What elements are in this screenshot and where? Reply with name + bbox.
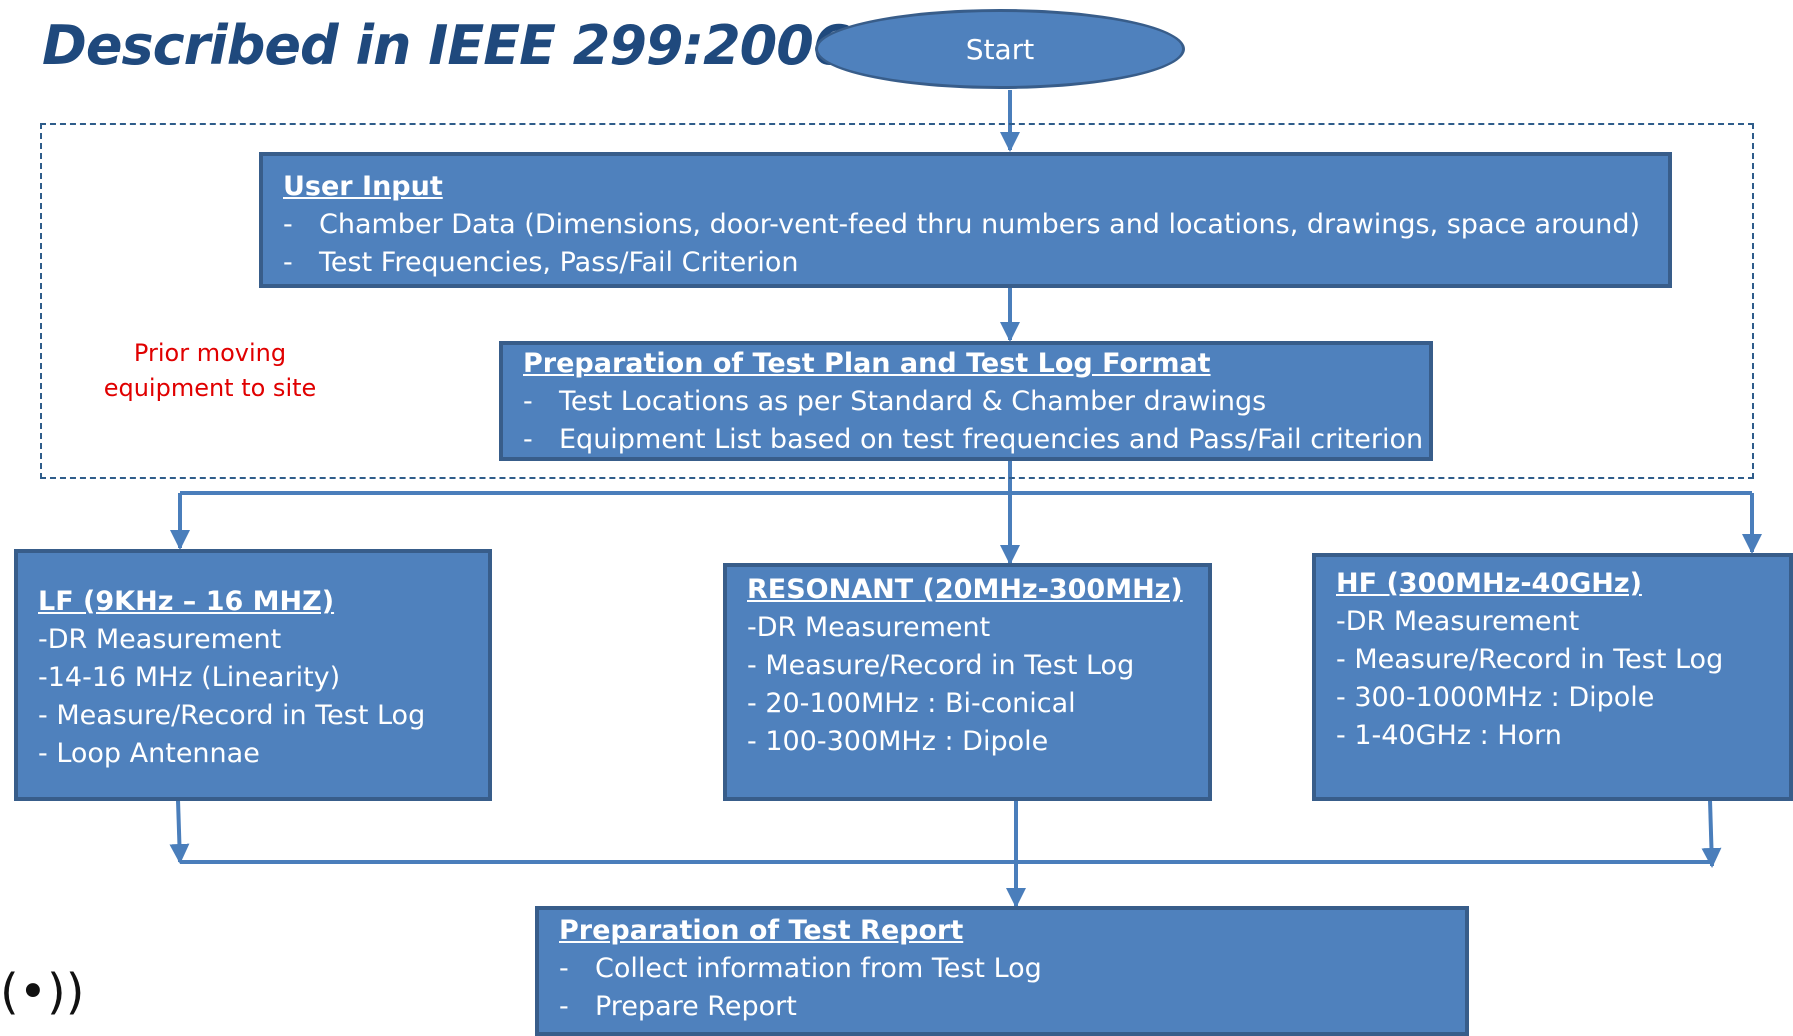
- resonant-item: - Measure/Record in Test Log: [747, 650, 1135, 681]
- lf-item: - Measure/Record in Test Log: [38, 700, 426, 731]
- resonant-item: - 20-100MHz : Bi-conical: [747, 688, 1076, 719]
- start-label: Start: [965, 32, 1035, 66]
- resonant-heading: RESONANT (20MHz-300MHz): [747, 574, 1183, 605]
- user-input-heading: User Input: [283, 171, 443, 202]
- lf-heading: LF (9KHz – 16 MHZ): [38, 586, 335, 617]
- test-plan-item: Equipment List based on test frequencies…: [523, 421, 1423, 457]
- lf-item: -14-16 MHz (Linearity): [38, 662, 341, 693]
- arrow-lf-down: [169, 799, 190, 864]
- page-title: Described in IEEE 299:2006: [42, 14, 850, 77]
- start-node: Start: [815, 9, 1185, 89]
- prior-note-line-1: Prior moving: [133, 339, 287, 367]
- resonant-item: - 100-300MHz : Dipole: [747, 726, 1049, 757]
- wireless-signal-icon: (•)): [0, 964, 85, 1020]
- report-item: Collect information from Test Log: [559, 950, 1447, 988]
- hf-heading: HF (300MHz-40GHz): [1336, 568, 1642, 599]
- test-plan-box: Preparation of Test Plan and Test Log Fo…: [499, 341, 1433, 461]
- hf-item: -DR Measurement: [1336, 606, 1580, 637]
- prior-phase-group: [40, 123, 1754, 479]
- report-heading: Preparation of Test Report: [559, 915, 964, 946]
- resonant-box: RESONANT (20MHz-300MHz) -DR Measurement …: [723, 563, 1212, 801]
- lf-item: - Loop Antennae: [38, 738, 260, 769]
- prior-note-line-2: equipment to site: [103, 374, 317, 402]
- hf-box: HF (300MHz-40GHz) -DR Measurement - Meas…: [1312, 553, 1793, 801]
- arrow-hf-down: [1701, 799, 1722, 868]
- test-plan-item: Test Locations as per Standard & Chamber…: [523, 383, 1411, 421]
- hf-item: - Measure/Record in Test Log: [1336, 644, 1724, 675]
- report-box: Preparation of Test Report Collect infor…: [535, 906, 1469, 1036]
- resonant-item: -DR Measurement: [747, 612, 991, 643]
- prior-moving-note: Prior moving equipment to site: [90, 336, 330, 406]
- user-input-item: Chamber Data (Dimensions, door-vent-feed…: [283, 206, 1650, 244]
- user-input-item: Test Frequencies, Pass/Fail Criterion: [283, 244, 1650, 282]
- hf-item: - 300-1000MHz : Dipole: [1336, 682, 1655, 713]
- report-item: Prepare Report: [559, 988, 1447, 1026]
- lf-item: -DR Measurement: [38, 624, 282, 655]
- test-plan-heading: Preparation of Test Plan and Test Log Fo…: [523, 348, 1211, 379]
- user-input-box: User Input Chamber Data (Dimensions, doo…: [259, 152, 1672, 288]
- hf-item: - 1-40GHz : Horn: [1336, 720, 1562, 751]
- lf-box: LF (9KHz – 16 MHZ) -DR Measurement -14-1…: [14, 549, 492, 801]
